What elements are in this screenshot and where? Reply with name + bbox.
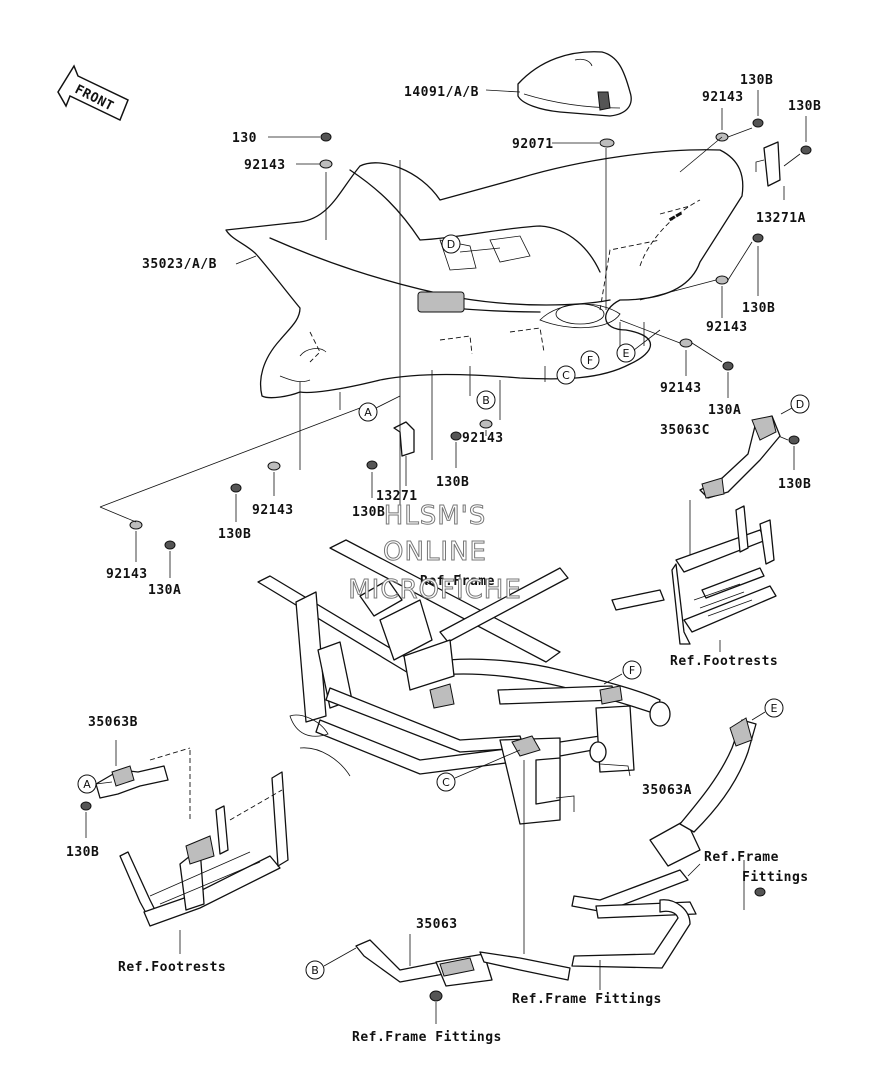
fender-part: ▬▬ <box>225 149 744 399</box>
callout-c2: C <box>436 772 456 792</box>
svg-text:A: A <box>83 778 91 791</box>
frame-part <box>257 539 671 825</box>
ref-frame: Ref.Frame <box>420 574 495 589</box>
bracket-35063-part <box>355 760 571 1024</box>
svg-text:C: C <box>562 369 570 382</box>
ref-frame-fittings-a-1: Ref.Frame <box>704 850 779 865</box>
watermark: HLSM'S ONLINE MICROFICHE <box>348 501 522 606</box>
watermark-line-1: HLSM'S <box>384 501 487 531</box>
label-35023: 35023/A/B <box>142 257 217 272</box>
ref-footrests-left: Ref.Footrests <box>118 960 226 975</box>
label-92143-bl: 92143 <box>106 567 148 582</box>
label-14091: 14091/A/B <box>404 85 479 100</box>
watermark-line-3: MICROFICHE <box>348 575 522 605</box>
bracket-13271-part <box>393 421 415 457</box>
label-92143-left: 92143 <box>252 503 294 518</box>
callout-e2: E <box>764 698 784 718</box>
footrest-right-part <box>611 505 777 652</box>
label-35063c: 35063C <box>660 423 710 438</box>
svg-text:A: A <box>364 406 372 419</box>
svg-text:C: C <box>442 776 450 789</box>
label-35063b: 35063B <box>88 715 138 730</box>
label-13271: 13271 <box>376 489 418 504</box>
reference-labels: Ref.Frame Ref.Footrests Ref.Footrests Re… <box>118 574 809 1045</box>
label-130a-right: 130A <box>708 403 741 418</box>
label-130-top: 130 <box>232 131 257 146</box>
svg-text:D: D <box>796 398 804 411</box>
svg-text:F: F <box>587 354 593 367</box>
ref-frame-fittings-mid: Ref.Frame Fittings <box>512 992 662 1007</box>
label-130b-left: 130B <box>218 527 251 542</box>
label-130b-35063b: 130B <box>66 845 99 860</box>
ref-frame-fittings-a-2: Fittings <box>742 870 809 885</box>
svg-text:▬▬: ▬▬ <box>667 208 685 223</box>
callout-d1: D <box>441 234 461 254</box>
bracket-35063c-part <box>689 415 781 560</box>
callout-f1: F <box>580 350 600 370</box>
label-13271a: 13271A <box>756 211 806 226</box>
svg-text:B: B <box>482 394 490 407</box>
watermark-line-2: ONLINE <box>383 537 487 567</box>
svg-text:B: B <box>311 964 319 977</box>
callout-e1: E <box>616 343 636 363</box>
label-92071: 92071 <box>512 137 554 152</box>
part-labels: 14091/A/B 130 92143 92071 92143 130B 130… <box>66 73 821 932</box>
callout-c1: C <box>556 365 576 385</box>
callout-a1: A <box>358 402 378 422</box>
svg-text:F: F <box>629 664 635 677</box>
label-130b-right: 130B <box>742 301 775 316</box>
label-35063: 35063 <box>416 917 458 932</box>
clamp-13271a-part <box>755 141 781 187</box>
label-130b-mid: 130B <box>436 475 469 490</box>
svg-text:D: D <box>447 238 455 251</box>
seat-part <box>517 51 632 310</box>
label-130b-top-1: 130B <box>740 73 773 88</box>
callout-a2: A <box>77 774 97 794</box>
leader-lines <box>85 89 807 838</box>
ref-frame-fittings-bottom: Ref.Frame Fittings <box>352 1030 502 1045</box>
label-92143-right: 92143 <box>706 320 748 335</box>
callout-f2: F <box>622 660 642 680</box>
label-92143-mid: 92143 <box>462 431 504 446</box>
label-35063a: 35063A <box>642 783 692 798</box>
label-130b-35063c: 130B <box>778 477 811 492</box>
svg-text:E: E <box>771 702 778 715</box>
callout-b1: B <box>476 390 496 410</box>
svg-text:E: E <box>623 347 630 360</box>
callout-d2: D <box>790 394 810 414</box>
label-92143-right-2: 92143 <box>660 381 702 396</box>
bracket-35063b-part <box>95 740 169 799</box>
ref-footrests-right: Ref.Footrests <box>670 654 778 669</box>
label-92143-top-left: 92143 <box>244 158 286 173</box>
footrest-left-part <box>119 747 289 954</box>
front-arrow-icon: FRONT <box>57 64 129 122</box>
callout-b2: B <box>305 960 325 980</box>
label-130b-mid-2: 130B <box>352 505 385 520</box>
bracket-35063a-part <box>571 717 757 990</box>
label-130b-top-2: 130B <box>788 99 821 114</box>
label-92143-top-right: 92143 <box>702 90 744 105</box>
label-130a-bl: 130A <box>148 583 181 598</box>
